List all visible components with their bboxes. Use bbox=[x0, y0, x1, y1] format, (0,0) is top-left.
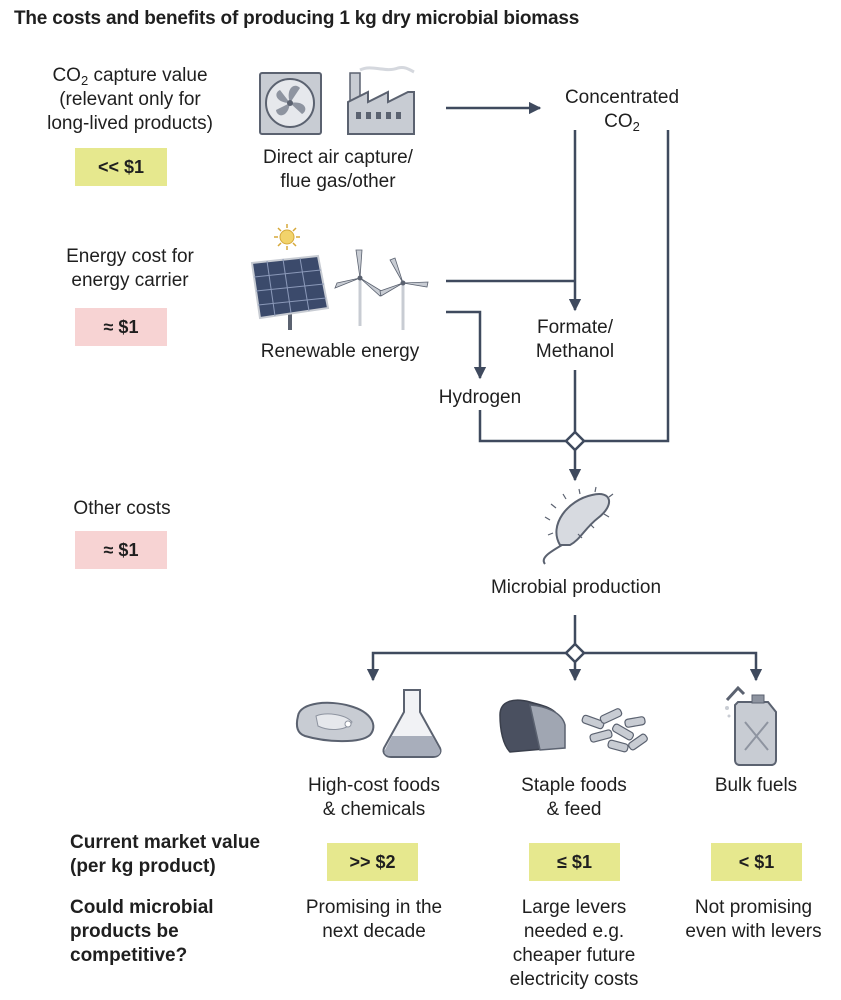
fan-icon bbox=[259, 72, 322, 135]
competitive-row-label: Could microbial products be competitive? bbox=[70, 897, 214, 966]
feed-pellets-icon bbox=[581, 708, 648, 753]
flow-arrows bbox=[366, 101, 763, 682]
bread-icon bbox=[499, 699, 566, 753]
sun-icon bbox=[274, 224, 300, 250]
market-value-badge-bulk-fuels: < $1 bbox=[711, 843, 802, 881]
co2-capture-label: CO2 capture value (relevant only for lon… bbox=[47, 65, 213, 134]
direct-air-capture-label: Direct air capture/ flue gas/other bbox=[263, 147, 413, 192]
product-label-high-cost: High-cost foods & chemicals bbox=[307, 775, 440, 820]
steak-icon bbox=[295, 701, 375, 743]
fuel-can-icon bbox=[725, 685, 777, 766]
competitive-text-staple: Large levers needed e.g. cheaper future … bbox=[509, 897, 639, 990]
market-value-badge-high-cost: >> $2 bbox=[327, 843, 418, 881]
energy-cost-label: Energy cost for energy carrier bbox=[66, 246, 194, 291]
product-label-staple: Staple foods & feed bbox=[521, 775, 627, 820]
other-costs-label: Other costs bbox=[73, 498, 171, 519]
wind-turbine-icon bbox=[379, 257, 429, 330]
formate-methanol-label: Formate/ Methanol bbox=[535, 317, 615, 362]
co2-capture-value-badge: << $1 bbox=[75, 148, 167, 186]
microbe-icon bbox=[542, 486, 614, 565]
factory-icon bbox=[347, 66, 415, 135]
hydrogen-label: Hydrogen bbox=[438, 387, 522, 408]
concentrated-co2-label: Concentrated CO2 bbox=[564, 87, 680, 134]
microbial-production-label: Microbial production bbox=[490, 577, 662, 598]
product-label-bulk-fuels: Bulk fuels bbox=[714, 775, 798, 796]
wind-turbine-icon bbox=[334, 249, 384, 326]
market-value-row-label: Current market value (per kg product) bbox=[70, 832, 261, 877]
flask-icon bbox=[382, 689, 442, 758]
other-costs-value-badge: ≈ $1 bbox=[75, 531, 167, 569]
solar-panel-icon bbox=[250, 254, 330, 330]
renewable-energy-label: Renewable energy bbox=[260, 341, 420, 362]
market-value-badge-staple: ≤ $1 bbox=[529, 843, 620, 881]
diagram-title: The costs and benefits of producing 1 kg… bbox=[14, 8, 580, 29]
junction-node bbox=[564, 430, 586, 452]
energy-cost-value-badge: ≈ $1 bbox=[75, 308, 167, 346]
competitive-text-high-cost: Promising in the next decade bbox=[305, 897, 443, 942]
junction-node bbox=[564, 642, 586, 664]
competitive-text-bulk-fuels: Not promising even with levers bbox=[685, 897, 822, 942]
